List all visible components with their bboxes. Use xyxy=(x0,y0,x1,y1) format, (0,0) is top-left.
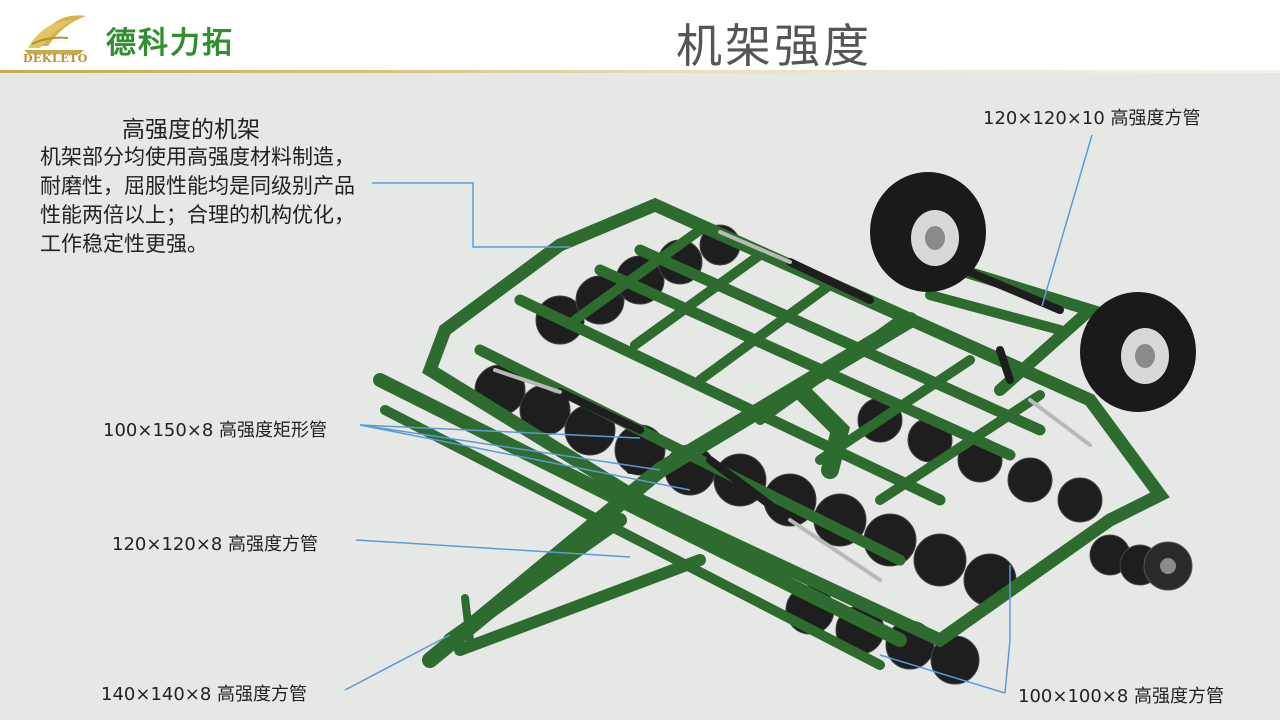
callout-axle-tube: 120×120×10 高强度方管 xyxy=(983,108,1201,129)
description-body: 机架部分均使用高强度材料制造，耐磨性，屈服性能均是同级别产品性能两倍以上；合理的… xyxy=(40,145,355,256)
logo-text: DEKLETO xyxy=(23,52,88,65)
wheat-logo-icon xyxy=(24,15,86,54)
header-bar xyxy=(0,0,1280,72)
header-divider xyxy=(0,70,1280,73)
callout-square-tube-140: 140×140×8 高强度方管 xyxy=(101,684,308,705)
brand-name: 德科力拓 xyxy=(106,26,234,61)
callout-square-tube-120: 120×120×8 高强度方管 xyxy=(112,534,319,555)
description-heading: 高强度的机架 xyxy=(122,117,260,143)
page-title: 机架强度 xyxy=(676,19,872,73)
callout-square-tube-100: 100×100×8 高强度方管 xyxy=(1018,686,1225,707)
callout-rect-tube: 100×150×8 高强度矩形管 xyxy=(103,420,328,441)
